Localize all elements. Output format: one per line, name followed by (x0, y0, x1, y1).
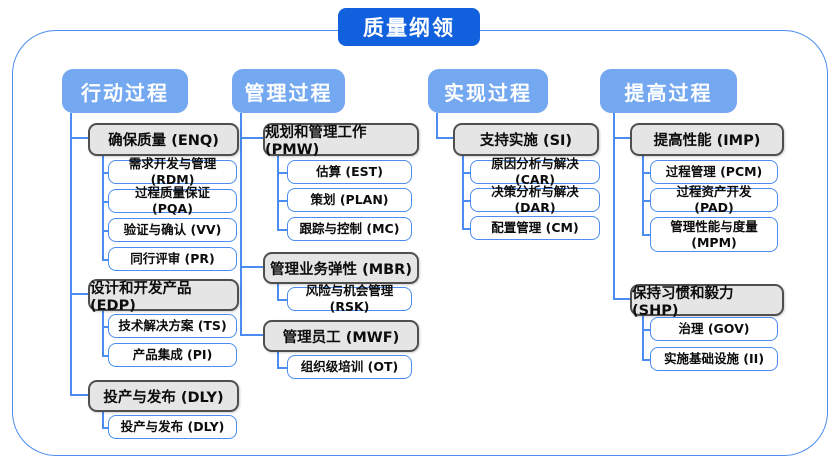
root-title-node: 质量纲领 (338, 8, 480, 46)
node-edp: 设计和开发产品 (EDP) (88, 279, 239, 314)
node-mbr: 管理业务弹性 (MBR) (263, 252, 419, 284)
node-si: 支持实施 (SI) (453, 123, 599, 156)
connector-line (102, 427, 108, 429)
connector-line (642, 312, 644, 359)
connector-line (642, 359, 650, 361)
node-ot: 组织级培训 (OT) (287, 355, 412, 379)
connector-line (642, 172, 650, 174)
connector-line (642, 329, 650, 331)
header-management-process: 管理过程 (232, 69, 345, 113)
node-rdm: 需求开发与管理 (RDM) (108, 156, 237, 187)
connector-line (102, 259, 108, 261)
node-pr: 同行评审 (PR) (108, 247, 237, 271)
node-mpm: 管理性能与度量 (MPM) (650, 217, 778, 252)
connector-line (240, 137, 263, 139)
connector-line (102, 408, 104, 427)
connector-line (613, 298, 630, 300)
connector-line (102, 307, 104, 355)
connector-line (277, 299, 287, 301)
node-vv: 验证与确认 (VV) (108, 218, 237, 242)
connector-line (462, 200, 470, 202)
connector-line (436, 137, 453, 139)
node-enq: 确保质量 (ENQ) (88, 123, 239, 156)
connector-line (70, 137, 88, 139)
connector-line (102, 201, 108, 203)
node-cm: 配置管理 (CM) (470, 216, 600, 240)
node-shp: 保持习惯和毅力 (SHP) (630, 284, 784, 319)
connector-line (70, 394, 88, 396)
connector-line (70, 293, 88, 295)
connector-line (277, 200, 287, 202)
connector-line (436, 113, 438, 137)
connector-line (277, 172, 287, 174)
connector-line (240, 113, 242, 334)
node-imp: 提高性能 (IMP) (630, 123, 784, 156)
node-gov: 治理 (GOV) (650, 317, 778, 341)
connector-line (70, 113, 72, 394)
connector-line (240, 334, 263, 336)
connector-line (277, 348, 279, 367)
connector-line (277, 280, 279, 299)
node-pmw: 规划和管理工作 (PMW) (263, 123, 419, 158)
connector-line (462, 228, 470, 230)
node-mwf: 管理员工 (MWF) (263, 320, 419, 352)
node-dly-group: 投产与发布 (DLY) (88, 380, 239, 412)
node-dar: 决策分析与解决 (DAR) (470, 184, 600, 215)
node-ii: 实施基础设施 (II) (650, 347, 778, 371)
connector-line (613, 137, 630, 139)
node-pi: 产品集成 (PI) (108, 343, 237, 367)
connector-line (102, 172, 108, 174)
connector-line (277, 367, 287, 369)
connector-line (102, 152, 104, 259)
connector-line (613, 113, 615, 298)
node-rsk: 风险与机会管理 (RSK) (287, 283, 412, 314)
node-ts: 技术解决方案 (TS) (108, 314, 237, 338)
connector-line (462, 172, 470, 174)
header-implementation-process: 实现过程 (428, 69, 548, 113)
node-pad: 过程资产开发 (PAD) (650, 184, 778, 215)
connector-line (642, 234, 650, 236)
connector-line (642, 200, 650, 202)
connector-line (277, 152, 279, 229)
node-car: 原因分析与解决 (CAR) (470, 156, 600, 187)
connector-line (462, 152, 464, 228)
header-improvement-process: 提高过程 (600, 69, 737, 113)
node-pcm: 过程管理 (PCM) (650, 160, 778, 184)
node-mc: 跟踪与控制 (MC) (287, 217, 412, 241)
node-pqa: 过程质量保证 (PQA) (108, 185, 237, 216)
connector-line (102, 230, 108, 232)
connector-line (102, 326, 108, 328)
node-dly: 投产与发布 (DLY) (108, 415, 237, 439)
connector-line (240, 266, 263, 268)
header-action-process: 行动过程 (62, 69, 188, 113)
connector-line (102, 355, 108, 357)
node-est: 估算 (EST) (287, 160, 412, 184)
node-plan: 策划 (PLAN) (287, 188, 412, 212)
connector-line (277, 229, 287, 231)
connector-line (642, 152, 644, 234)
